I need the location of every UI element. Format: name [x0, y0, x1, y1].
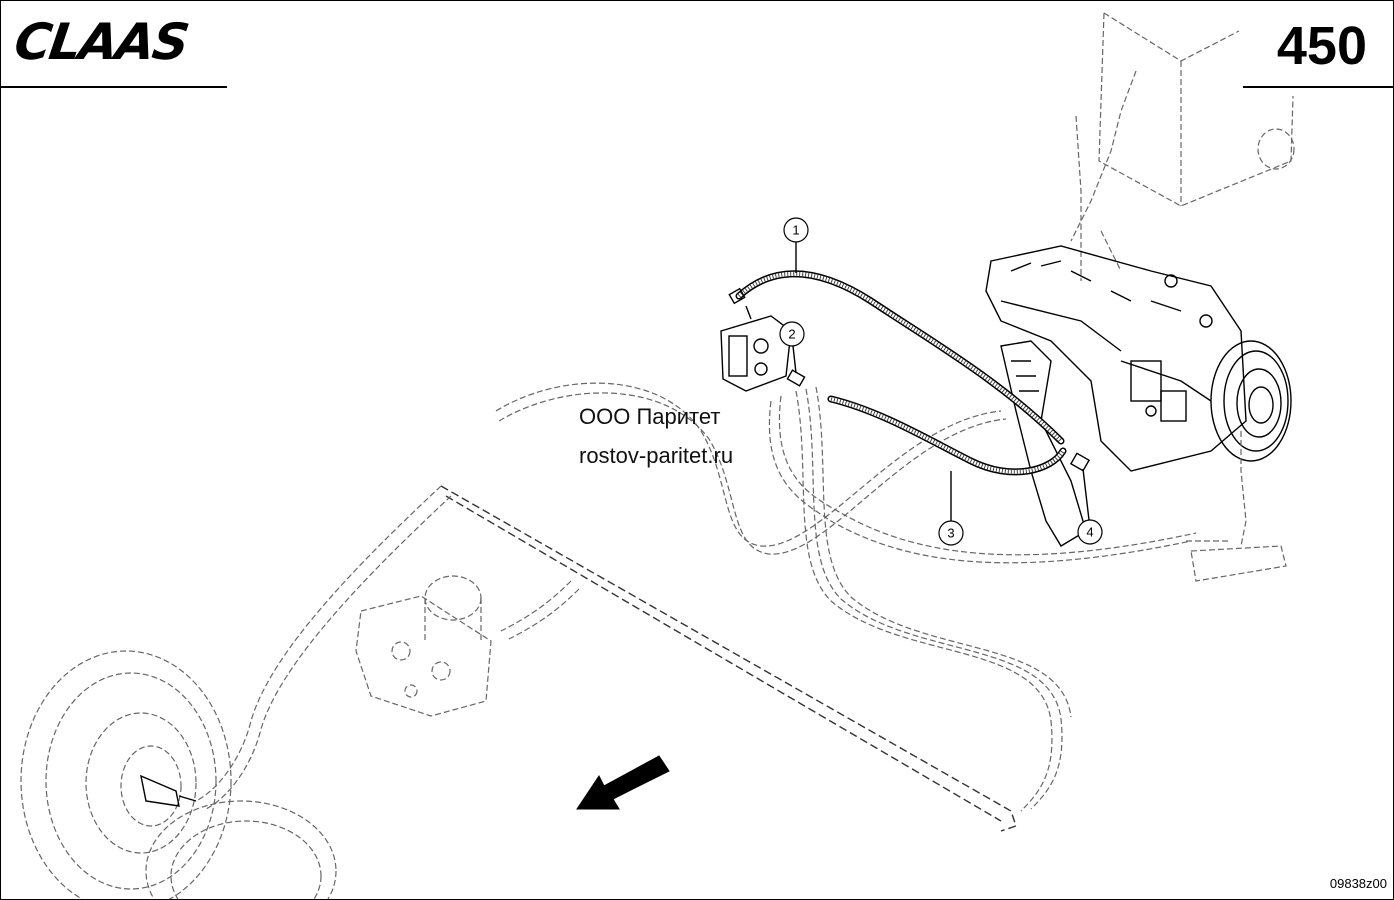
dashed-hose-bundle	[495, 382, 1287, 812]
callout-4-label: 4	[1086, 525, 1093, 540]
page-number-underline	[1243, 86, 1393, 88]
valve-block	[720, 305, 792, 392]
callout-2: 2	[779, 321, 805, 374]
cab-outline	[1070, 12, 1295, 281]
pump-unit	[355, 575, 492, 717]
page-number: 450	[1276, 16, 1367, 76]
callout-3-label: 3	[947, 526, 954, 541]
fitting-4	[1069, 452, 1091, 472]
callout-1: 1	[783, 217, 809, 273]
pipe-routes	[195, 485, 1017, 832]
callout-1-label: 1	[792, 223, 799, 238]
callout-3: 3	[938, 471, 964, 546]
transmission-unit	[985, 245, 1292, 472]
fitting-2	[786, 369, 806, 387]
rear-wheels	[20, 650, 337, 899]
hydraulic-cylinder	[1000, 340, 1087, 547]
direction-arrow-icon	[576, 755, 670, 810]
watermark: ООО Паритет rostov-paritet.ru	[579, 397, 733, 475]
drawing-code: 09838z00	[1329, 876, 1387, 891]
logo-underline	[1, 86, 227, 88]
callout-4: 4	[1077, 468, 1103, 545]
watermark-url: rostov-paritet.ru	[579, 443, 734, 468]
hose-1	[728, 270, 1065, 445]
watermark-company: ООО Паритет	[579, 404, 721, 429]
claas-logo: CLAAS	[10, 13, 192, 71]
callout-2-label: 2	[788, 327, 795, 342]
hose-3	[827, 395, 1067, 476]
